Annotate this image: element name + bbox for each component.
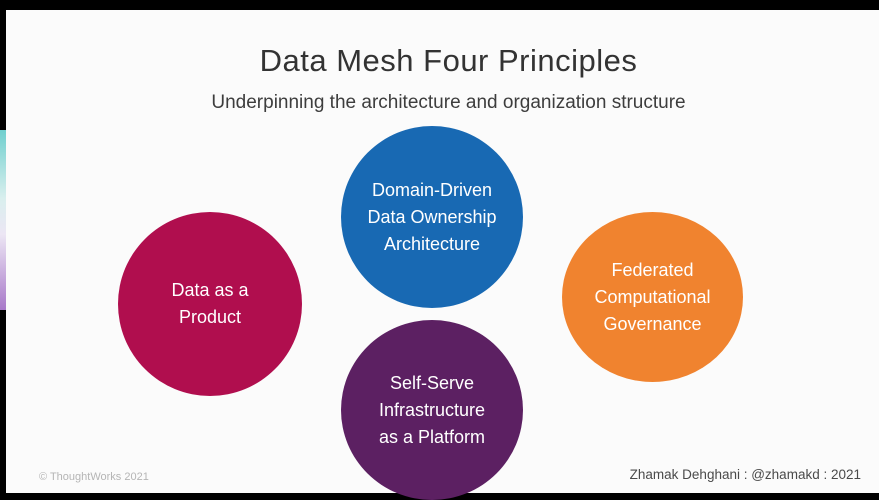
copyright-text: © ThoughtWorks 2021 xyxy=(39,471,149,483)
edge-gradient-strip xyxy=(0,130,6,310)
slide-canvas: Data Mesh Four Principles Underpinning t… xyxy=(6,10,879,500)
principle-label-federated-computational-governance: Federated Computational Governance xyxy=(594,259,711,334)
principle-circle-self-serve-infrastructure: Self-Serve Infrastructure as a Platform xyxy=(341,320,523,500)
principle-label-domain-driven-data-ownership: Domain-Driven Data Ownership Architectur… xyxy=(367,179,497,254)
page-subtitle: Underpinning the architecture and organi… xyxy=(211,92,686,113)
principle-circle-federated-computational-governance: Federated Computational Governance xyxy=(562,212,743,382)
principle-label-self-serve-infrastructure: Self-Serve Infrastructure as a Platform xyxy=(378,372,486,447)
page-title: Data Mesh Four Principles xyxy=(259,43,638,78)
attribution-text: Zhamak Dehghani : @zhamakd : 2021 xyxy=(629,467,861,482)
principle-label-data-as-a-product: Data as a Product xyxy=(171,280,249,327)
principle-circle-domain-driven-data-ownership: Domain-Driven Data Ownership Architectur… xyxy=(341,126,523,308)
principle-circle-data-as-a-product: Data as a Product xyxy=(118,212,302,396)
